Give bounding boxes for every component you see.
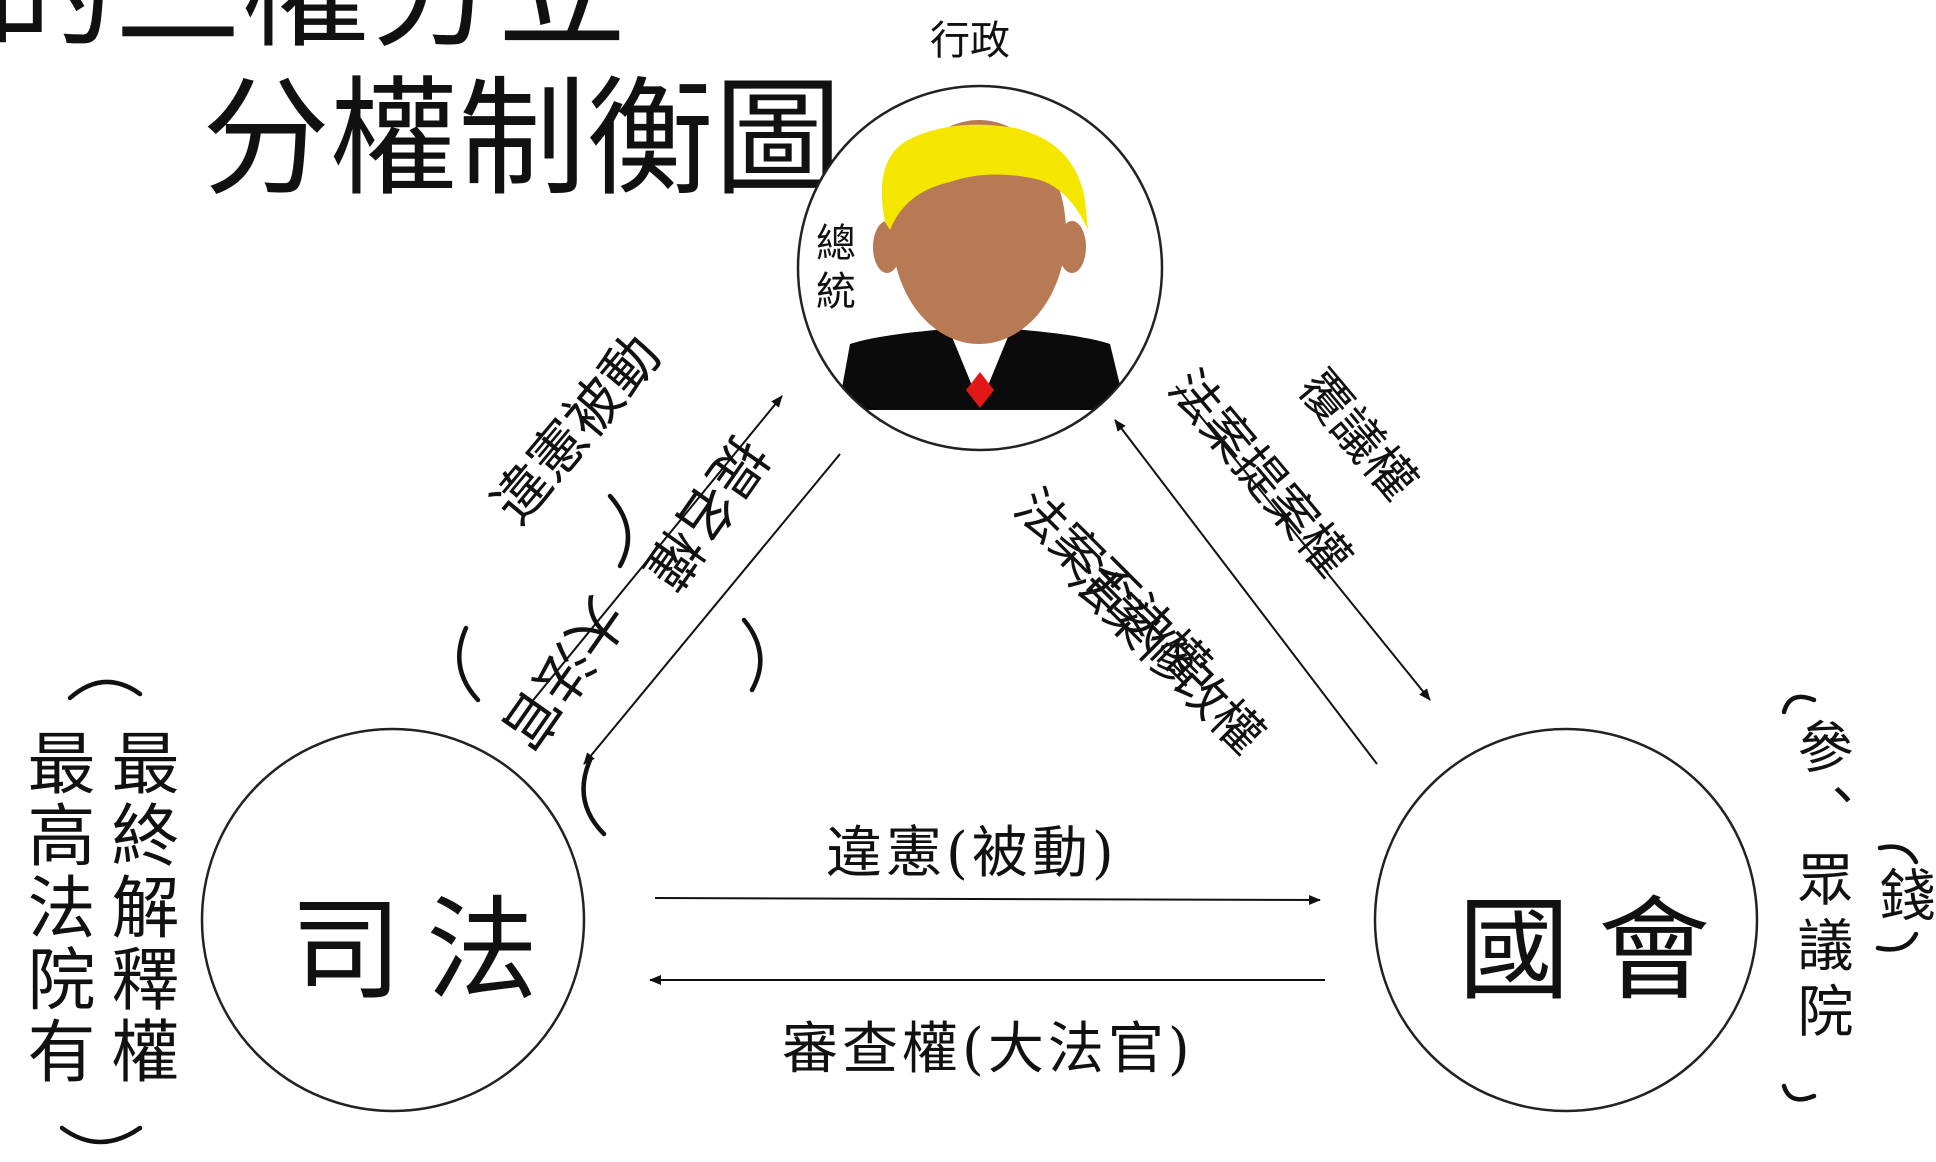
executive-caption: 行政	[930, 18, 1010, 64]
judicial-circle	[200, 727, 586, 1113]
president-badge: 總統	[809, 222, 855, 318]
edge-label-legislative-to-judicial: 審查權(大法官)	[782, 1017, 1194, 1082]
edge-label-judicial-to-legislative: 違憲(被動)	[826, 821, 1118, 886]
paren-close-1	[607, 493, 631, 569]
legislative-label: 國會	[1458, 886, 1738, 1016]
paren-open-2	[581, 757, 607, 837]
judicial-label: 司法	[290, 886, 562, 1016]
arrow-judicial-to-legislative	[654, 894, 1321, 905]
diagram-title: 分權制衡圖	[202, 65, 843, 214]
right-note-paren-open	[1781, 694, 1817, 715]
legislative-circle	[1373, 727, 1759, 1113]
legislative-note-money: 錢	[1870, 866, 1935, 922]
judicial-note-col1: 最高法院有	[15, 728, 94, 1088]
executive-node	[796, 84, 1164, 452]
right-note-paren-close	[1781, 1083, 1817, 1102]
arrow-legislative-to-executive	[1114, 419, 1378, 765]
arrow-executive-to-judicial	[583, 453, 841, 765]
paren-close-2	[741, 617, 763, 693]
arrow-executive-to-legislative	[1175, 385, 1431, 701]
money-paren-open	[1877, 844, 1919, 865]
left-note-paren-close	[59, 1125, 143, 1145]
judicial-note-col2: 最終解釋權	[99, 728, 178, 1088]
left-note-paren-open	[67, 679, 143, 701]
legislative-note-col1: 參、眾議院	[1788, 718, 1853, 1048]
arrow-judicial-to-executive	[529, 395, 783, 705]
paren-open-1	[457, 625, 481, 703]
money-paren-close	[1875, 931, 1919, 952]
president-portrait-icon	[838, 120, 1126, 410]
title-line-1: 的三權分立	[0, 0, 626, 56]
